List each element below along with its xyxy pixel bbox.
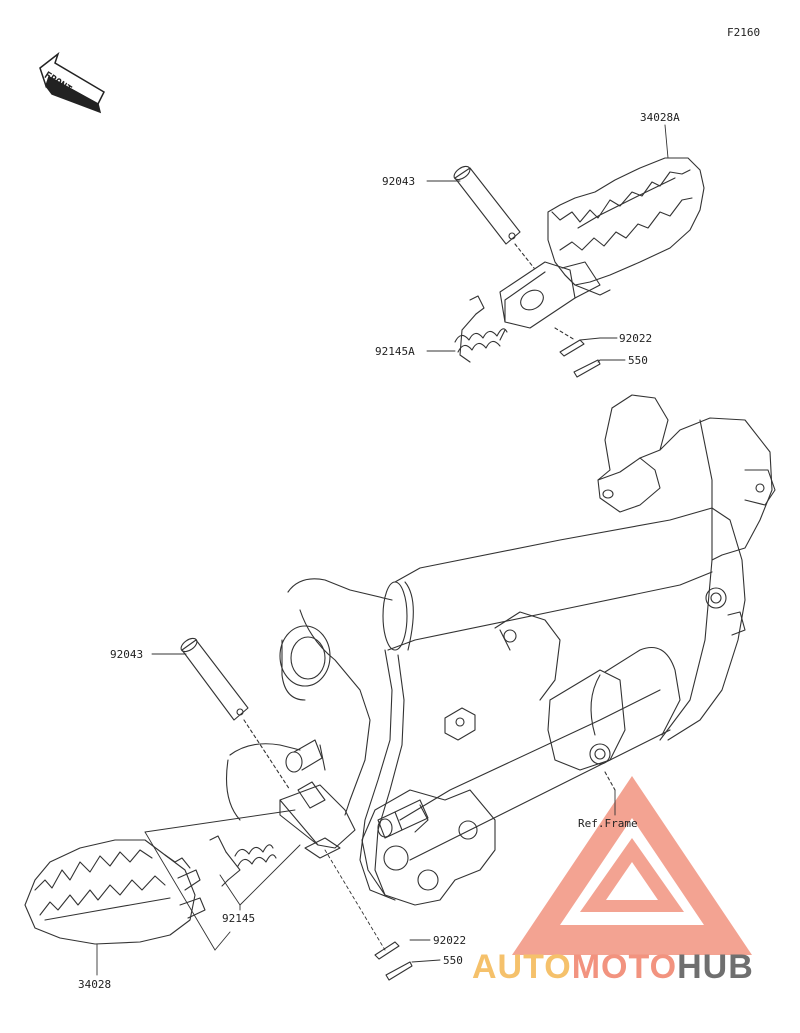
bottom-footpeg-assembly	[24, 637, 413, 981]
callout-top-cotter: 550	[628, 354, 648, 367]
leader-lines	[96, 124, 669, 976]
callout-bottom-spring: 92145	[222, 912, 256, 925]
callout-top-spring: 92145A	[375, 345, 415, 358]
ref-frame-label: Ref.Frame	[578, 817, 638, 830]
frame	[225, 394, 776, 906]
callout-bottom-washer: 92022	[433, 934, 467, 947]
watermark-text: AUTOMOTOHUB	[472, 950, 754, 984]
callout-top-footpeg: 34028A	[640, 111, 680, 124]
watermark-auto: AUTO	[472, 948, 572, 986]
callout-top-pin: 92043	[382, 175, 416, 188]
watermark-logo-icon	[512, 776, 752, 955]
callout-top-washer: 92022	[619, 332, 653, 345]
callout-bottom-footpeg: 34028	[78, 978, 112, 991]
watermark-moto: MOTO	[571, 948, 678, 986]
callout-bottom-cotter: 550	[443, 954, 463, 967]
callout-bottom-pin: 92043	[110, 648, 144, 661]
front-arrow-icon	[39, 51, 105, 114]
top-footpeg-assembly	[453, 157, 705, 378]
figure-code: F2160	[727, 26, 761, 39]
watermark-hub: HUB	[677, 948, 754, 986]
